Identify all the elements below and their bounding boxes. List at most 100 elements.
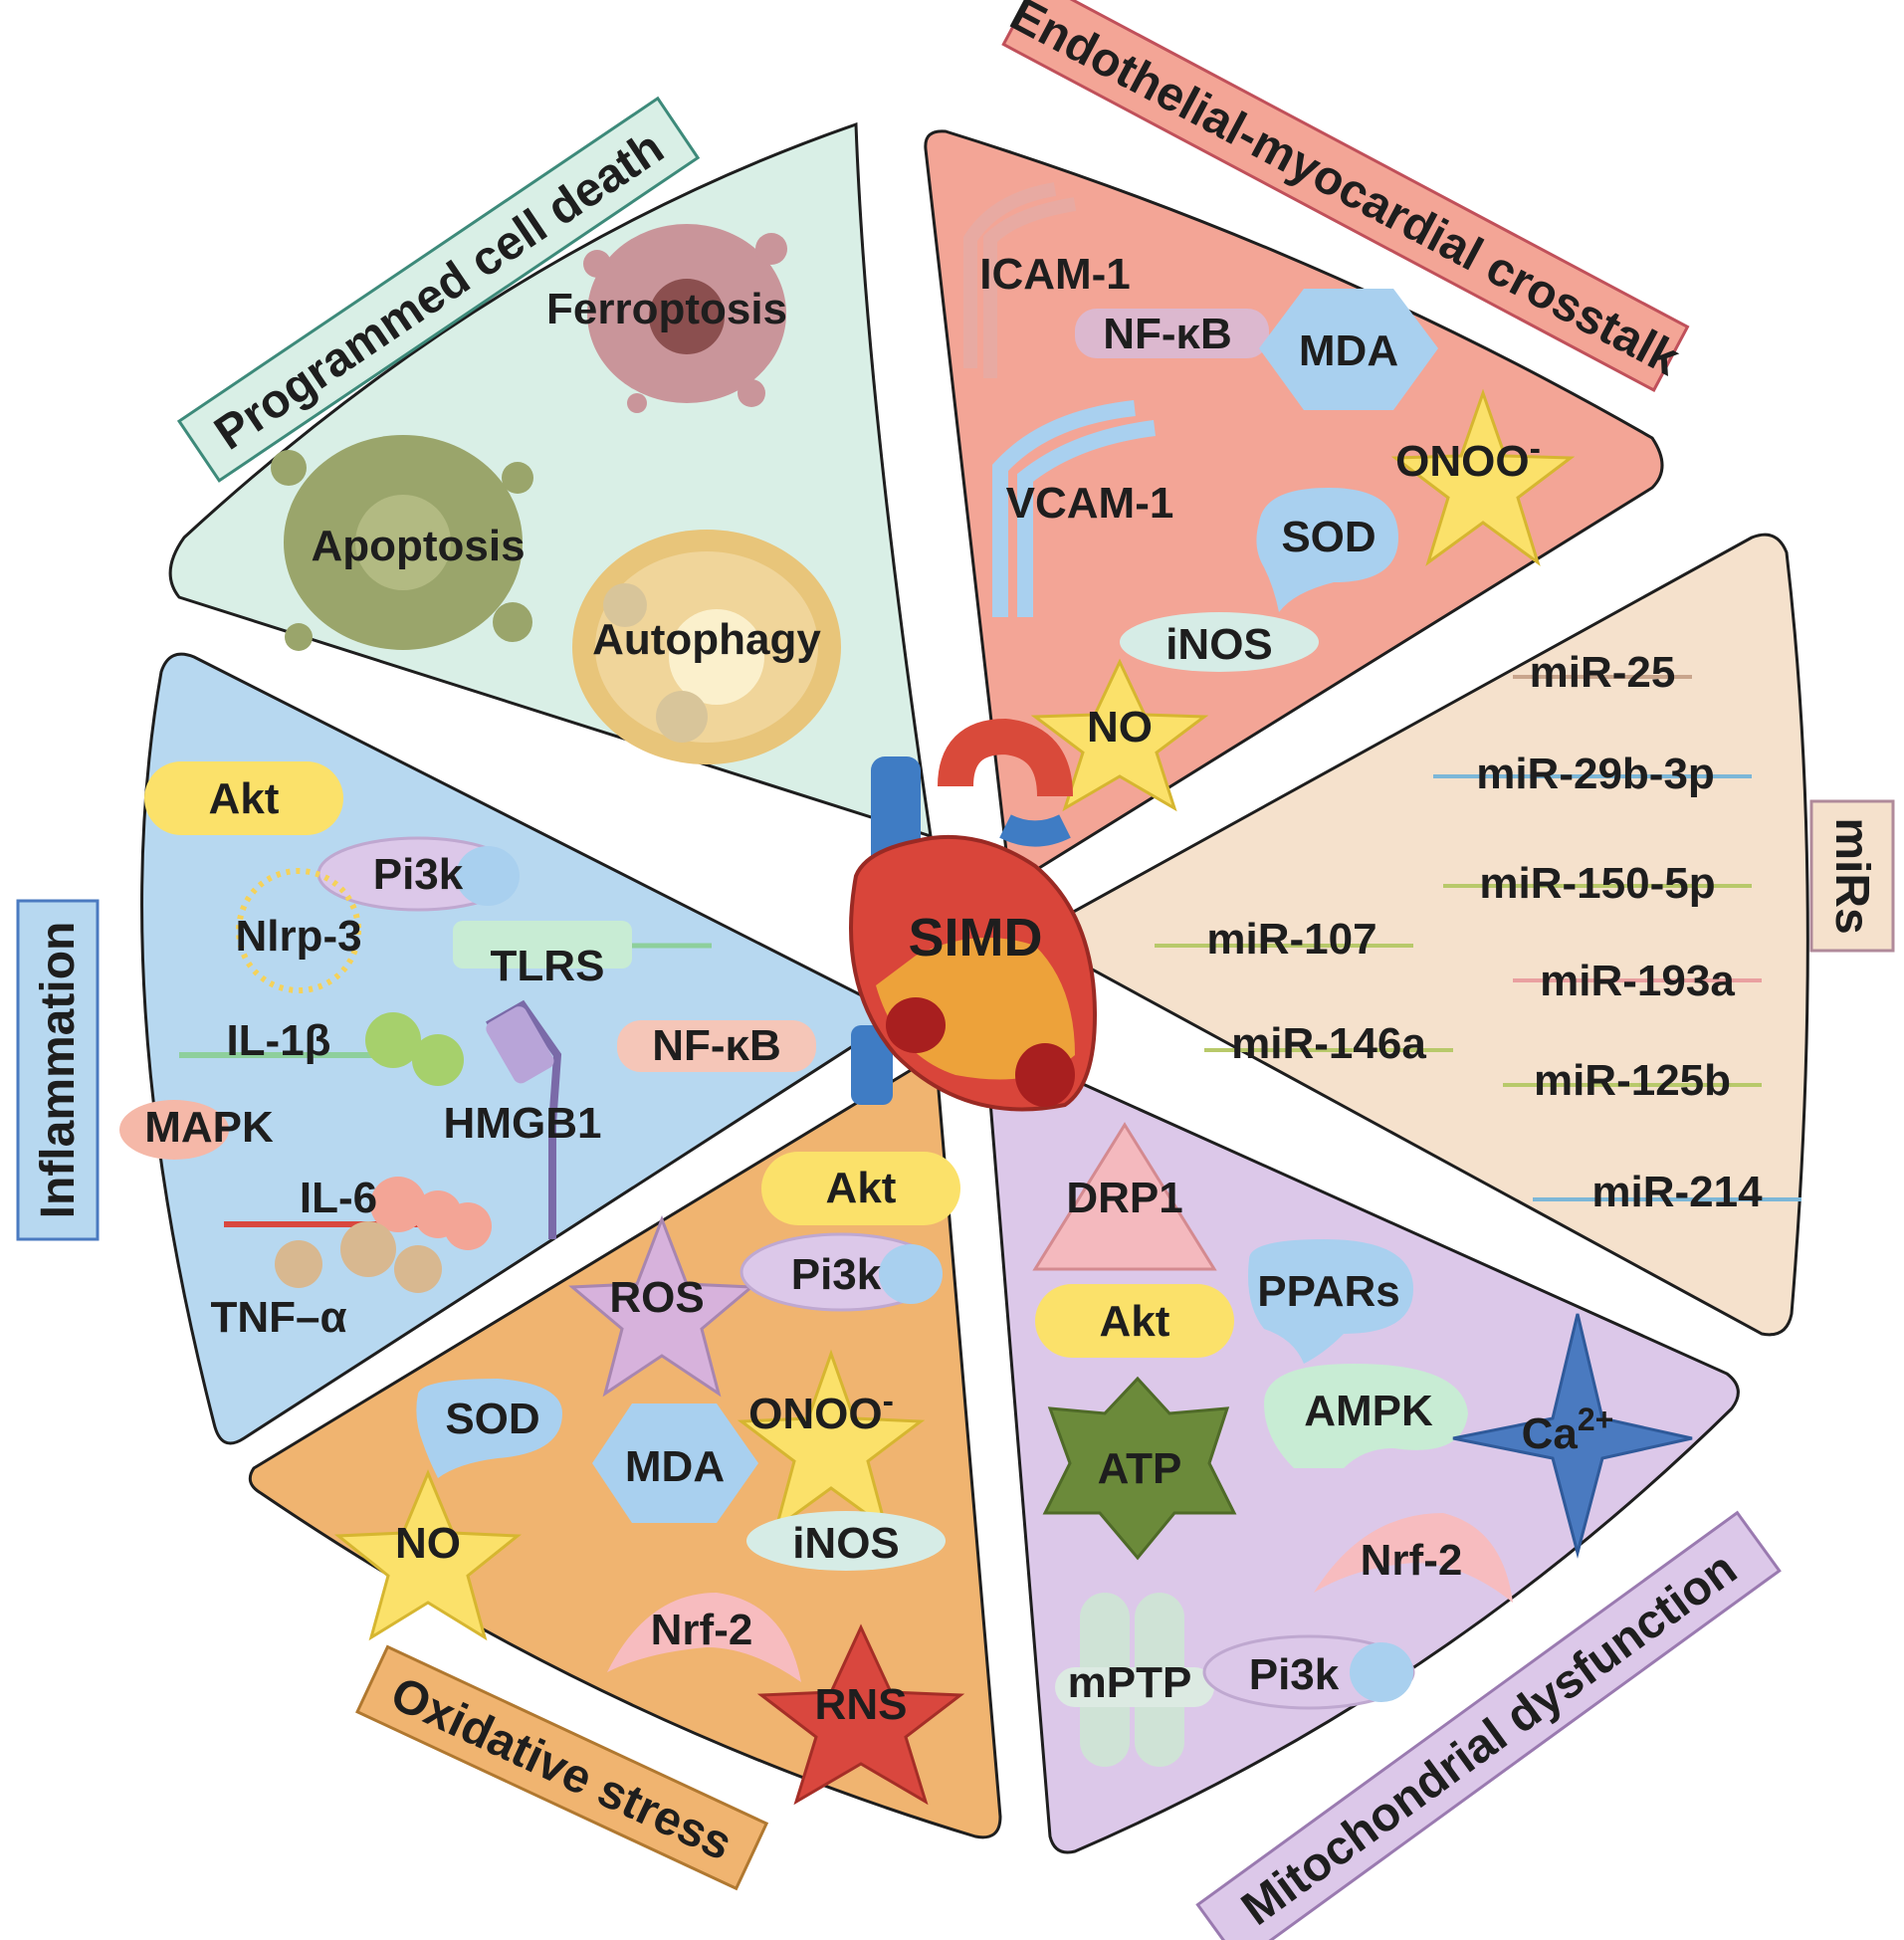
drp1-triangle-icon bbox=[1032, 1122, 1217, 1271]
apoptosis-label: Apoptosis bbox=[311, 522, 525, 570]
ox-mda-label: MDA bbox=[625, 1442, 725, 1491]
akt-pill-icon bbox=[144, 761, 343, 835]
mirna-strand-icons bbox=[1155, 675, 1801, 1201]
mir-label: miR-29b-3p bbox=[1476, 750, 1715, 798]
ox-no-label: NO bbox=[395, 1519, 461, 1568]
ampk-label: AMPK bbox=[1304, 1387, 1433, 1435]
ferroptosis-cell-icon bbox=[583, 224, 787, 413]
mptp-channel-icon bbox=[1055, 1593, 1214, 1767]
icam1-label: ICAM-1 bbox=[979, 250, 1131, 299]
inos-icon bbox=[1120, 612, 1319, 672]
apoptosis-cell-icon bbox=[271, 435, 533, 651]
mir-label: miR-214 bbox=[1591, 1168, 1763, 1216]
endothelial-mda-label: MDA bbox=[1299, 326, 1398, 375]
inflam-nfkb-label: NF-κB bbox=[652, 1021, 781, 1070]
sod-icon bbox=[416, 1379, 562, 1478]
heart-icon bbox=[849, 718, 1098, 1112]
endothelial-inos-label: iNOS bbox=[1165, 620, 1273, 669]
hmgb1-label: HMGB1 bbox=[444, 1099, 602, 1148]
sector-wedge bbox=[1026, 533, 1809, 1337]
rns-star-icon bbox=[756, 1623, 965, 1806]
rns-label: RNS bbox=[815, 1680, 908, 1729]
atp-star-icon bbox=[1042, 1376, 1237, 1561]
tnfa-icon bbox=[275, 1221, 442, 1293]
vcam1-receptor-icon bbox=[992, 400, 1156, 617]
inflam-akt-label: Akt bbox=[209, 774, 280, 823]
mirs-title: miRs bbox=[1825, 817, 1878, 934]
ox-sod-label: SOD bbox=[445, 1395, 539, 1443]
mir-label: miR-107 bbox=[1206, 915, 1376, 964]
mptp-label: mPTP bbox=[1068, 1658, 1192, 1707]
ox-pi3k-label: Pi3k bbox=[791, 1250, 882, 1299]
no-star-icon bbox=[1030, 658, 1209, 812]
mir-label: miR-150-5p bbox=[1479, 859, 1715, 908]
ox-nrf2-label: Nrf-2 bbox=[651, 1606, 753, 1654]
sector-programmed-cell-death: Ferroptosis Apoptosis Autophagy Programm… bbox=[168, 96, 933, 839]
il6-icon bbox=[224, 1177, 492, 1250]
mir-label: miR-125b bbox=[1534, 1056, 1731, 1105]
nrf2-icon bbox=[607, 1593, 801, 1682]
nrf2-icon bbox=[1314, 1513, 1513, 1603]
endothelial-onoo-label: ONOO- bbox=[1395, 430, 1541, 486]
il6-label: IL-6 bbox=[300, 1174, 377, 1222]
onoo-star-icon bbox=[737, 1349, 926, 1532]
calcium-label: Ca2+ bbox=[1522, 1401, 1614, 1458]
mapk-icon bbox=[119, 1100, 229, 1160]
ppars-label: PPARs bbox=[1257, 1267, 1399, 1316]
mir-label: miR-25 bbox=[1530, 648, 1676, 697]
akt-pill-icon bbox=[761, 1152, 960, 1225]
nlrp3-label: Nlrp-3 bbox=[235, 912, 361, 961]
mirs-tag: miRs bbox=[1809, 799, 1895, 953]
onoo-superscript: - bbox=[1530, 430, 1541, 468]
atp-label: ATP bbox=[1098, 1444, 1182, 1493]
vcam1-label: VCAM-1 bbox=[1006, 479, 1174, 528]
mir-label: miR-146a bbox=[1231, 1019, 1426, 1068]
ros-star-icon bbox=[568, 1214, 755, 1398]
ppars-icon bbox=[1248, 1239, 1413, 1364]
il1b-label: IL-1β bbox=[226, 1016, 330, 1065]
tlrs-label: TLRS bbox=[491, 942, 605, 990]
icam1-receptor-icon bbox=[963, 182, 1077, 378]
nfkb-receptor-icon bbox=[1075, 309, 1269, 358]
il1b-icon bbox=[179, 1012, 464, 1086]
nfkb-receptor-icon bbox=[617, 1020, 816, 1072]
ox-inos-label: iNOS bbox=[792, 1519, 900, 1568]
calcium-star-icon bbox=[1452, 1313, 1693, 1559]
inos-icon bbox=[746, 1511, 946, 1571]
inflam-pi3k-label: Pi3k bbox=[373, 850, 464, 899]
hmgb1-icon bbox=[486, 999, 562, 1239]
mito-akt-label: Akt bbox=[1100, 1297, 1170, 1346]
endothelial-no-label: NO bbox=[1087, 703, 1153, 752]
sector-mitochondrial-dysfunction: DRP1 PPARs Akt AMPK Ca2+ ATP Nrf-2 mPTP … bbox=[983, 1037, 1782, 1940]
ox-akt-label: Akt bbox=[826, 1164, 897, 1212]
ferroptosis-label: Ferroptosis bbox=[546, 285, 787, 333]
onoo-superscript: - bbox=[883, 1383, 894, 1420]
autophagy-cell-icon bbox=[572, 530, 841, 764]
mapk-label: MAPK bbox=[144, 1103, 274, 1152]
mda-hexagon-icon bbox=[592, 1403, 758, 1523]
tnfa-label: TNF–α bbox=[210, 1293, 346, 1342]
akt-pill-icon bbox=[1035, 1284, 1234, 1358]
no-star-icon bbox=[333, 1469, 523, 1641]
inflammation-title: Inflammation bbox=[32, 922, 85, 1219]
ros-label: ROS bbox=[609, 1273, 704, 1322]
sector-mirs: miR-25 miR-29b-3p miR-150-5p miR-107 miR… bbox=[1026, 533, 1895, 1337]
autophagy-label: Autophagy bbox=[592, 615, 821, 664]
onoo-star-icon bbox=[1390, 388, 1576, 566]
mir-label: miR-193a bbox=[1540, 957, 1735, 1005]
mito-pi3k-label: Pi3k bbox=[1249, 1650, 1340, 1699]
ox-onoo-label: ONOO- bbox=[748, 1383, 894, 1438]
pi3k-head-icon bbox=[456, 846, 520, 906]
calcium-superscript: 2+ bbox=[1578, 1401, 1613, 1437]
tlrs-receptor-icon bbox=[453, 921, 712, 969]
endothelial-nfkb-label: NF-κB bbox=[1103, 310, 1232, 358]
nlrp3-inflammasome-icon bbox=[236, 868, 361, 993]
mda-hexagon-icon bbox=[1259, 289, 1438, 410]
sector-inflammation: Akt Pi3k Nlrp-3 TLRS IL-1β HMGB1 NF-κB M… bbox=[16, 652, 905, 1445]
endothelial-sod-label: SOD bbox=[1281, 513, 1375, 561]
drp1-label: DRP1 bbox=[1066, 1174, 1182, 1222]
mito-nrf2-label: Nrf-2 bbox=[1361, 1536, 1463, 1585]
inflammation-tag: Inflammation bbox=[16, 899, 100, 1241]
pi3k-head-icon bbox=[1350, 1642, 1413, 1702]
